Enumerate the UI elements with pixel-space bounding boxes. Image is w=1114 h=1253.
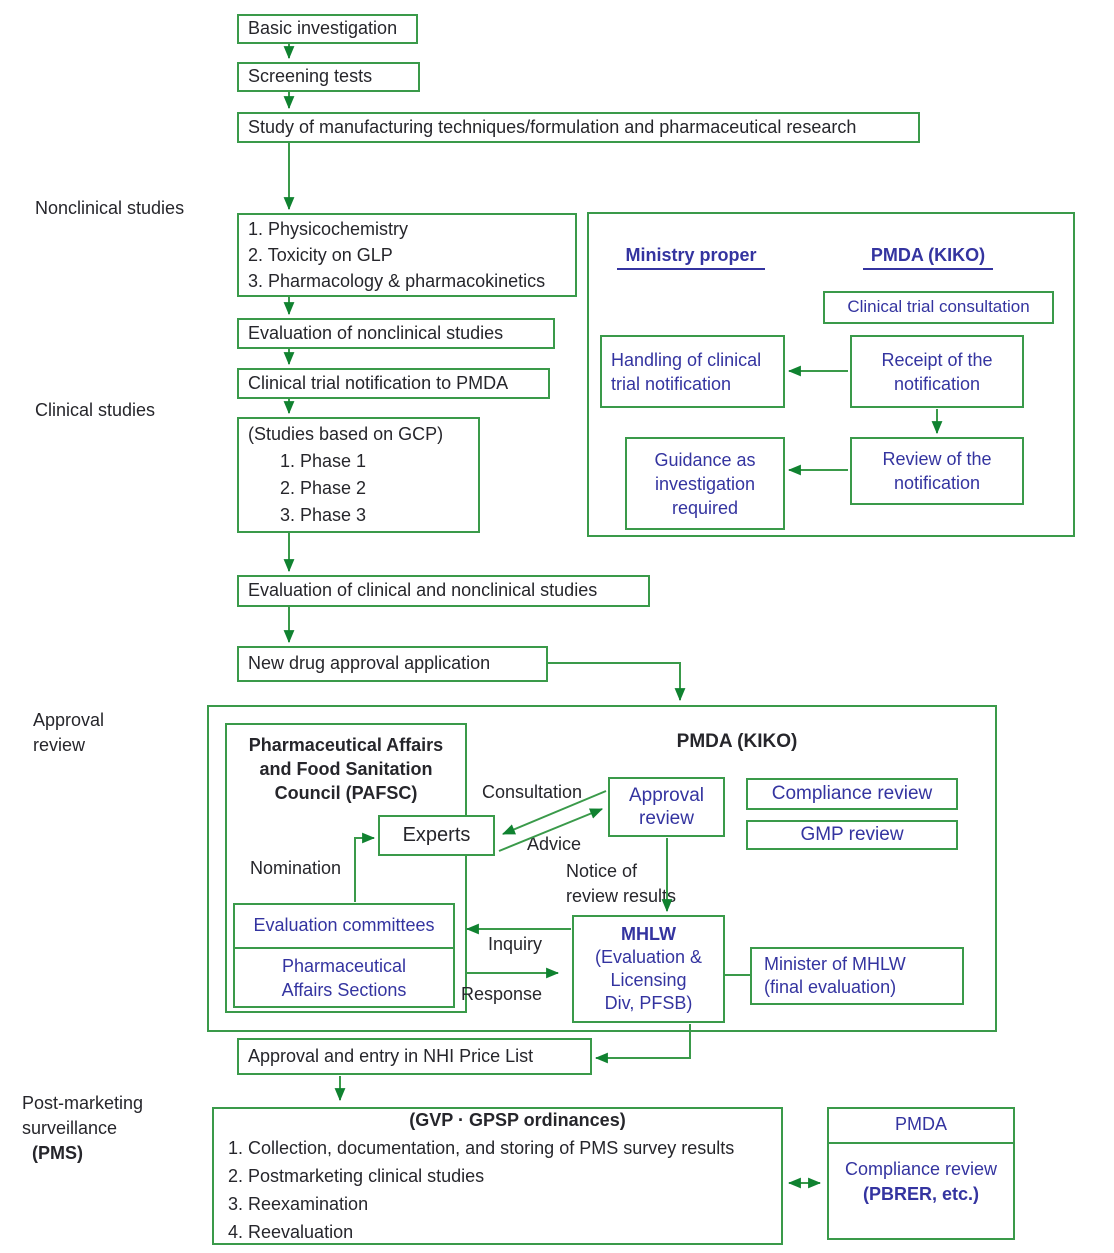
manufacturing-study-box: Study of manufacturing techniques/formul… (237, 112, 920, 143)
review-notification-box: Review of the notification (850, 437, 1024, 505)
consultation-label: Consultation (482, 782, 583, 802)
pharma-affairs-sections-cell: Pharmaceutical Affairs Sections (281, 956, 407, 1000)
mhlw-box: MHLW (Evaluation & Licensing Div, PFSB) (572, 915, 725, 1023)
committees-sections-box (233, 903, 455, 1008)
response-label: Response (461, 984, 543, 1004)
pmda-kiko-header-top: PMDA (KIKO) (843, 245, 1013, 270)
inquiry-label: Inquiry (488, 934, 543, 954)
approval-review-box: Approval review (608, 777, 725, 837)
evaluation-committees-cell: Evaluation committees (253, 914, 435, 935)
label-clinical-studies: Clinical studies (35, 400, 156, 420)
experts-box: Experts (378, 815, 495, 856)
ministry-proper-header: Ministry proper (606, 245, 776, 270)
compliance-pbrer-cell: Compliance review (PBRER, etc.) (844, 1159, 998, 1204)
pmda-bottom-divider (827, 1142, 1015, 1144)
nonclinical-studies-box: 1. Physicochemistry 2. Toxicity on GLP 3… (237, 213, 577, 297)
handling-notification-box: Handling of clinical trial notification (600, 335, 785, 408)
evaluation-clinical-box: Evaluation of clinical and nonclinical s… (237, 575, 650, 607)
arrow-nda-to-approval-panel (548, 662, 686, 702)
gmp-review-box: GMP review (746, 820, 958, 850)
pmda-compliance-box (827, 1107, 1015, 1240)
receipt-notification-box: Receipt of the notification (850, 335, 1024, 408)
gcp-studies-box: (Studies based on GCP) 1. Phase 1 2. Pha… (237, 417, 480, 533)
minister-mhlw-box: Minister of MHLW (final evaluation) (750, 947, 964, 1005)
nomination-label: Nomination (250, 858, 342, 878)
label-approval-review: Approval review (33, 710, 105, 755)
pmda-kiko-header-approval: PMDA (KIKO) (676, 731, 798, 752)
pmda-bottom-header-cell: PMDA (894, 1114, 947, 1134)
basic-investigation-box: Basic investigation (237, 14, 418, 44)
clinical-trial-notification-box: Clinical trial notification to PMDA (237, 368, 550, 399)
compliance-review-box: Compliance review (746, 778, 958, 810)
advice-label: Advice (527, 834, 582, 854)
label-nonclinical-studies: Nonclinical studies (35, 198, 185, 218)
guidance-box: Guidance as investigation required (625, 437, 785, 530)
pms-box: (GVP · GPSP ordinances) 1. Collection, d… (212, 1107, 783, 1245)
new-drug-application-box: New drug approval application (237, 646, 548, 682)
label-post-marketing-surveillance: Post-marketing surveillance (PMS) (22, 1093, 144, 1163)
clinical-trial-consultation-box: Clinical trial consultation (823, 291, 1054, 324)
nhi-price-list-box: Approval and entry in NHI Price List (237, 1038, 592, 1075)
screening-tests-box: Screening tests (237, 62, 420, 92)
pafsc-title: Pharmaceutical Affairs and Food Sanitati… (248, 735, 444, 803)
evaluation-nonclinical-box: Evaluation of nonclinical studies (237, 318, 555, 349)
committees-divider (233, 947, 455, 949)
notice-of-review-results-label: Notice of review results (566, 861, 677, 906)
